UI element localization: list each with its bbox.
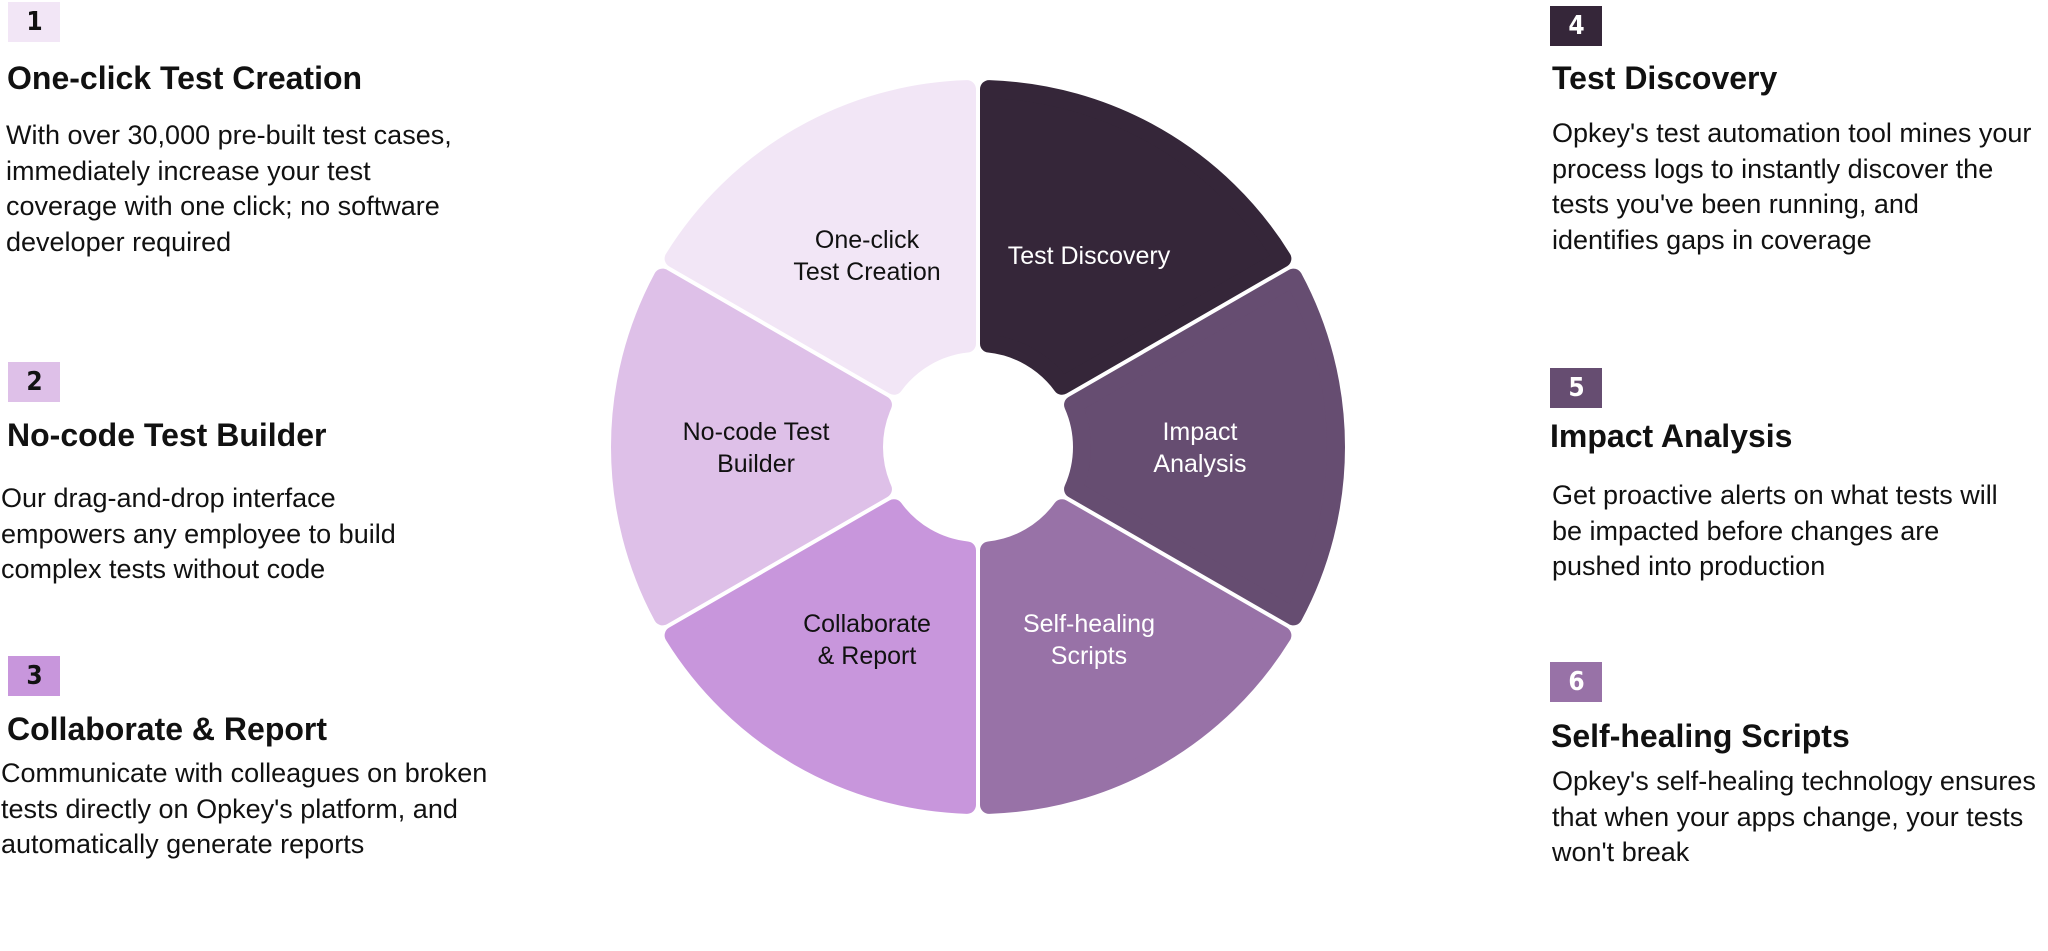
step-badge-6: 6 (1550, 662, 1602, 702)
feature-description-2: Our drag-and-drop interface empowers any… (1, 483, 396, 584)
feature-title-5: Impact Analysis (1550, 418, 1793, 454)
wheel-segment-label-line: Impact (1162, 418, 1237, 446)
wheel-segment-6 (980, 499, 1292, 814)
wheel-segment-label-line: Builder (717, 450, 795, 478)
wheel-segment-label-line: Scripts (1051, 642, 1127, 670)
feature-title-1: One-click Test Creation (7, 60, 363, 96)
feature-title-2: No-code Test Builder (7, 417, 327, 453)
wheel-segment-label-line: Self-healing (1023, 610, 1155, 638)
wheel-segment-label-line: Test Discovery (1008, 242, 1171, 270)
feature-title-3: Collaborate & Report (7, 711, 328, 747)
wheel-segment-label-line: & Report (818, 642, 917, 670)
wheel-segment-3 (664, 499, 976, 814)
step-badge-5: 5 (1550, 368, 1602, 408)
feature-description-6: Opkey's self-healing technology ensures … (1552, 766, 2036, 867)
feature-title-6: Self-healing Scripts (1551, 718, 1850, 754)
wheel-segment-label-line: Analysis (1153, 450, 1246, 478)
wheel-segment-2 (611, 268, 892, 626)
wheel-segment-label-line: Collaborate (803, 610, 931, 638)
step-badge-3: 3 (8, 656, 60, 696)
wheel-segment-label-line: Test Creation (793, 258, 940, 286)
wheel-segment-label-4: Test Discovery (1008, 242, 1171, 270)
wheel-segment-label-3: Collaborate & Report (803, 610, 931, 670)
wheel-center-hole (888, 357, 1068, 537)
wheel-segment-5 (1064, 268, 1345, 626)
wheel-segment-1 (664, 80, 976, 395)
wheel-segment-4 (980, 80, 1292, 395)
feature-description-5: Get proactive alerts on what tests will … (1552, 480, 1998, 581)
wheel-segment-label-line: One-click (815, 226, 920, 254)
feature-description-3: Communicate with colleagues on broken te… (1, 758, 488, 859)
step-badge-4: 4 (1550, 6, 1602, 46)
feature-title-4: Test Discovery (1552, 60, 1778, 96)
feature-description-1: With over 30,000 pre-built test cases, i… (6, 120, 452, 257)
step-badge-1: 1 (8, 2, 60, 42)
step-badge-2: 2 (8, 362, 60, 402)
wheel-segment-label-line: No-code Test (683, 418, 830, 446)
feature-description-4: Opkey's test automation tool mines your … (1552, 118, 2032, 255)
